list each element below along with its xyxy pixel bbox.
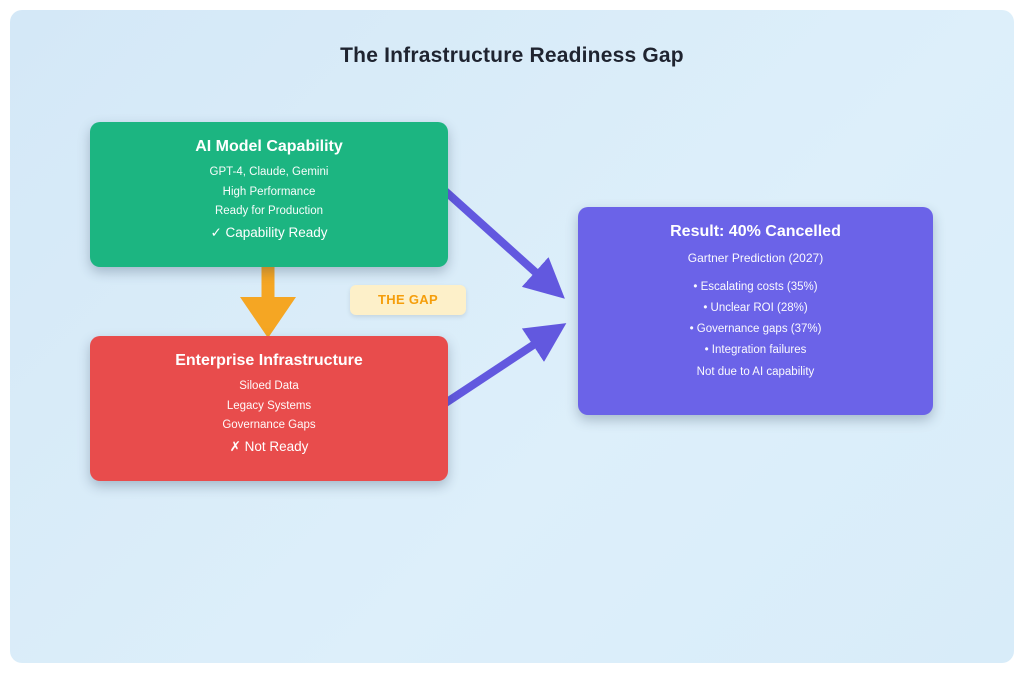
result-footer: Not due to AI capability bbox=[696, 366, 815, 378]
capability-box-title: AI Model Capability bbox=[195, 138, 343, 155]
infrastructure-line: Siloed Data bbox=[239, 380, 299, 392]
result-bullet: • Escalating costs (35%) bbox=[693, 281, 818, 293]
page-title: The Infrastructure Readiness Gap bbox=[340, 44, 684, 67]
capability-line: Ready for Production bbox=[214, 205, 324, 217]
infrastructure-line: Legacy Systems bbox=[226, 399, 312, 412]
capability-box: AI Model Capability GPT-4, Claude, Gemin… bbox=[90, 122, 448, 267]
infrastructure-status: ✗ Not Ready bbox=[229, 439, 309, 454]
gap-badge: THE GAP bbox=[350, 285, 466, 315]
result-box-subtitle: Gartner Prediction (2027) bbox=[687, 251, 824, 265]
result-bullet: • Governance gaps (37%) bbox=[689, 323, 822, 335]
capability-line: GPT-4, Claude, Gemini bbox=[209, 166, 329, 178]
result-bullet: • Integration failures bbox=[704, 344, 807, 356]
capability-status: ✓ Capability Ready bbox=[210, 225, 328, 240]
capability-line: High Performance bbox=[222, 185, 316, 198]
infrastructure-box-title: Enterprise Infrastructure bbox=[175, 352, 363, 369]
infrastructure-line: Governance Gaps bbox=[222, 419, 316, 431]
result-box: Result: 40% Cancelled Gartner Prediction… bbox=[578, 207, 933, 415]
result-box-title: Result: 40% Cancelled bbox=[670, 223, 841, 240]
result-bullet: • Unclear ROI (28%) bbox=[703, 302, 808, 314]
infrastructure-box: Enterprise Infrastructure Siloed Data Le… bbox=[90, 336, 448, 481]
